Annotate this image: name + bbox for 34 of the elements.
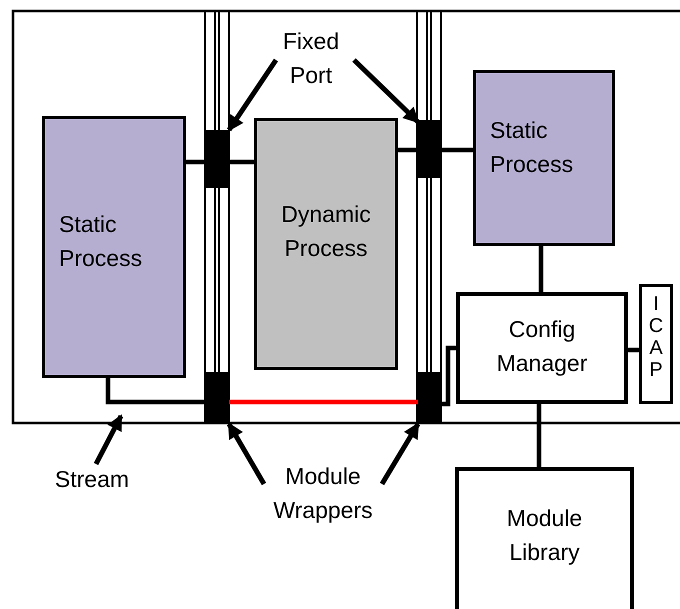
connector-line — [106, 378, 206, 404]
arrow — [352, 58, 420, 124]
port-block — [206, 372, 229, 424]
arrow — [94, 414, 124, 466]
callout-text: Fixed Port — [282, 27, 340, 90]
connector-line — [536, 404, 542, 467]
process-box — [455, 467, 634, 609]
port-block — [418, 120, 441, 178]
connector-line — [229, 160, 254, 164]
process-box — [456, 292, 628, 404]
connector-line — [186, 160, 206, 164]
process-box — [42, 116, 186, 378]
box-label: Dynamic Process — [280, 200, 372, 263]
port-block — [206, 130, 229, 188]
arrow — [380, 422, 420, 486]
box-label: Static Process — [59, 210, 144, 273]
callout-text: Stream — [54, 465, 130, 494]
callout-text: Module Wrappers — [272, 462, 374, 525]
connector-line — [398, 148, 418, 152]
process-box — [254, 118, 398, 370]
process-box — [473, 70, 615, 246]
connector-line — [538, 246, 544, 292]
arrow — [226, 58, 278, 132]
box-label: Module Library — [506, 504, 584, 567]
interface-box — [639, 284, 673, 404]
box-label: Static Process — [490, 116, 574, 179]
box-label: ICAP — [648, 293, 664, 381]
port-block — [418, 372, 441, 424]
box-label: Config Manager — [496, 315, 588, 378]
connector-line — [229, 400, 418, 404]
connector-line — [628, 348, 639, 352]
connector-line — [441, 148, 473, 152]
connector-line — [441, 346, 456, 406]
arrow — [226, 422, 266, 486]
